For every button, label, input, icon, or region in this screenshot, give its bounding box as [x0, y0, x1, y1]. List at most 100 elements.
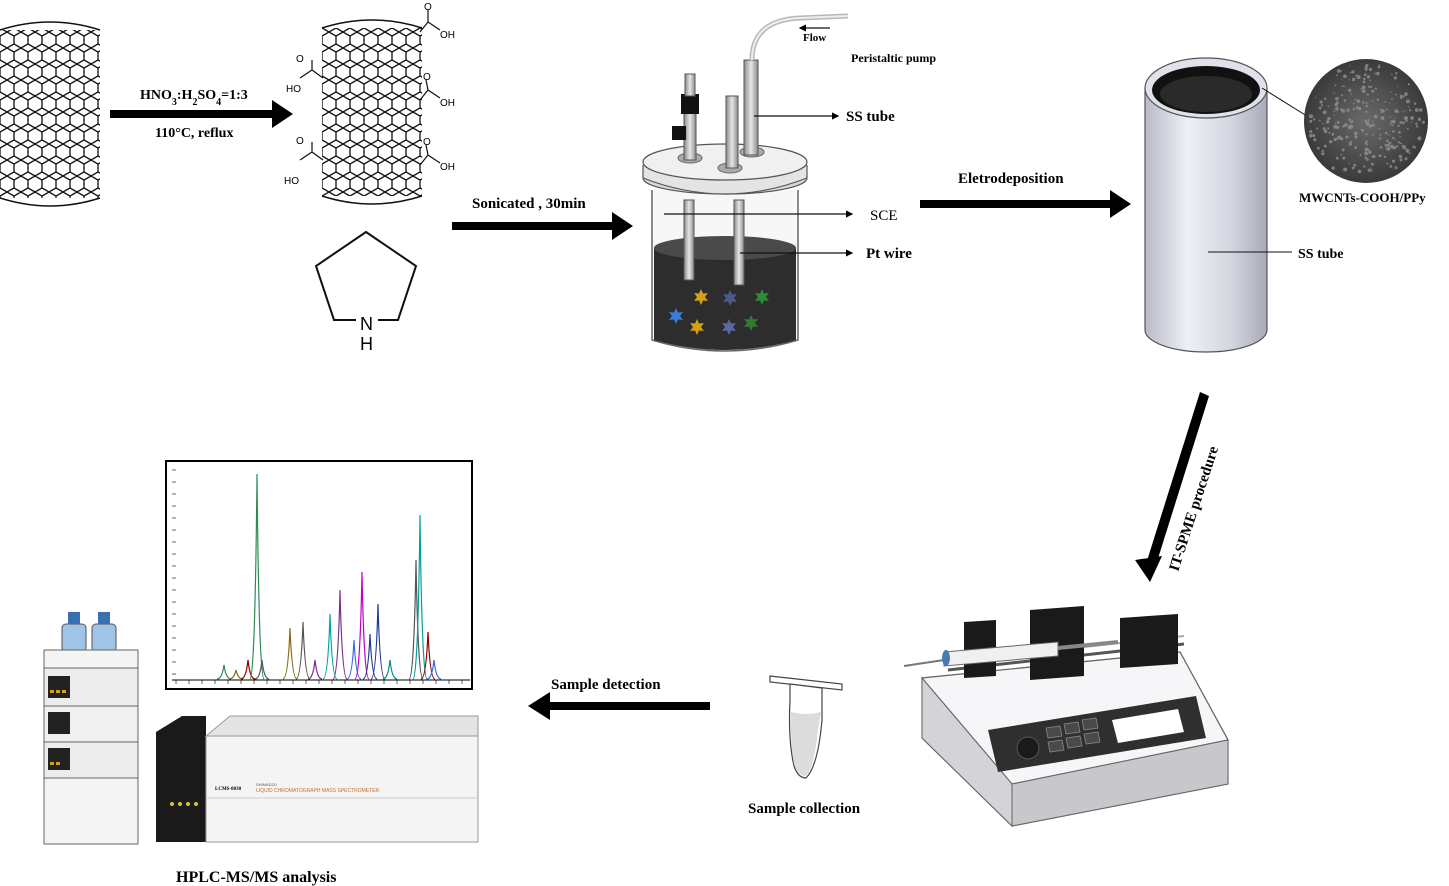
chromatogram-peak [240, 659, 256, 680]
sem-grain [1415, 122, 1418, 125]
sem-grain [1399, 121, 1403, 124]
chromatogram-peak [295, 621, 311, 680]
sem-grain [1354, 98, 1357, 101]
coated-ss-tube-icon [1144, 57, 1311, 353]
sem-grain [1372, 134, 1374, 136]
analyte-star-icon [722, 319, 736, 335]
sem-grain [1328, 131, 1331, 134]
sem-grain [1326, 120, 1329, 124]
sem-grain [1384, 143, 1388, 147]
sem-grain [1367, 85, 1370, 88]
sample-tube-icon [769, 675, 843, 779]
sem-grain [1353, 163, 1357, 167]
analyte-stars [669, 289, 769, 335]
sem-grain [1417, 117, 1422, 122]
sem-grain [1374, 87, 1377, 90]
sem-grain [1356, 75, 1361, 80]
sem-grain [1378, 137, 1381, 140]
sem-grain [1351, 77, 1356, 82]
sem-grain [1336, 120, 1340, 124]
sem-grain [1335, 156, 1339, 160]
sem-grain [1354, 131, 1358, 136]
sem-grain [1380, 138, 1382, 140]
sem-grain [1381, 109, 1385, 113]
sem-grain [1371, 89, 1375, 93]
sem-grain [1333, 92, 1335, 94]
sem-grain [1389, 102, 1391, 104]
cooh-o-1: O [424, 2, 432, 13]
sem-grain [1340, 137, 1344, 141]
chromatogram-peak [332, 589, 348, 680]
mwcnt-cooh-icon [299, 10, 441, 205]
sem-grain [1418, 109, 1421, 111]
sem-grain [1362, 77, 1366, 81]
arrow-sonication [452, 212, 633, 240]
sem-grain [1337, 97, 1340, 99]
sem-grain [1390, 141, 1392, 144]
syringe-pump-icon [903, 606, 1229, 828]
sem-grain [1377, 65, 1381, 69]
sem-grain [1412, 117, 1414, 119]
cooh-oh-3: OH [440, 162, 455, 173]
sem-grain [1336, 74, 1338, 77]
coating-label: MWCNTs-COOH/PPy [1299, 190, 1426, 205]
sem-grain [1361, 129, 1365, 132]
sem-grain [1334, 122, 1337, 125]
sem-grain [1315, 96, 1317, 98]
sem-grain [1405, 109, 1407, 112]
sem-grain [1390, 91, 1393, 93]
sem-grain [1402, 145, 1407, 150]
sem-grain [1321, 122, 1324, 125]
sem-grain [1321, 152, 1325, 156]
sem-grain [1322, 127, 1326, 131]
sem-grain [1348, 88, 1352, 92]
sem-grain [1318, 106, 1322, 110]
sem-grain [1344, 123, 1348, 127]
ms-brand-label: SHIMADZU [256, 782, 277, 787]
sem-grain [1316, 127, 1319, 130]
sem-grain [1331, 132, 1335, 136]
sem-grain [1331, 166, 1335, 170]
sem-grain [1313, 138, 1317, 142]
chromatogram-peak [408, 559, 424, 680]
sem-grain [1365, 64, 1369, 68]
sem-grain [1398, 131, 1401, 134]
sem-grain [1309, 130, 1313, 134]
sem-grain [1372, 154, 1376, 159]
sem-grain [1342, 125, 1345, 128]
sem-grain [1357, 106, 1362, 111]
sem-grain [1407, 83, 1410, 86]
sem-grain [1394, 166, 1398, 170]
ms-model-label: LCMS-8030 [215, 787, 242, 792]
sem-grain [1309, 114, 1313, 119]
amine-n-label: N [360, 314, 373, 334]
sem-grain [1352, 102, 1355, 105]
sem-grain [1386, 146, 1391, 151]
sem-grain [1312, 134, 1316, 138]
sem-grain [1395, 72, 1398, 75]
sem-grain [1367, 119, 1370, 122]
sem-grain [1399, 158, 1403, 162]
sem-grain [1404, 116, 1408, 121]
cooh-ho-1: HO [286, 84, 301, 95]
sem-grain [1378, 127, 1381, 130]
sem-grain [1364, 142, 1368, 145]
cell-leader-lines [664, 24, 854, 257]
sem-grain [1370, 169, 1373, 172]
sem-grain [1421, 120, 1425, 124]
sem-grain [1360, 128, 1363, 131]
sem-grain [1334, 84, 1337, 87]
sem-grain [1334, 102, 1339, 107]
cooh-oh-1: OH [440, 30, 455, 41]
sem-grain [1385, 148, 1388, 150]
sem-grain [1390, 144, 1394, 149]
chromatogram-peak [370, 603, 386, 680]
arrow-detection [528, 692, 710, 720]
sem-grain [1384, 101, 1386, 103]
sem-grain [1388, 141, 1391, 145]
sem-grain [1349, 71, 1352, 74]
sem-grain [1373, 114, 1378, 119]
sem-grain [1348, 162, 1351, 164]
sem-grain [1364, 120, 1368, 123]
chromatogram-peak [420, 631, 436, 680]
